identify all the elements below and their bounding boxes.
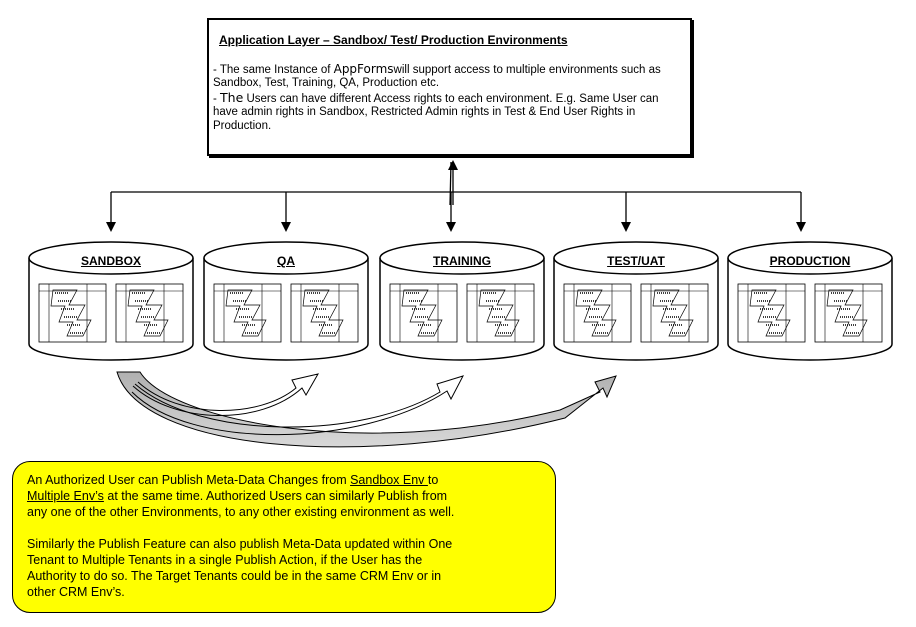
- table-icon: [466, 283, 535, 343]
- note-line1: An Authorized User can Publish Meta-Data…: [27, 473, 439, 487]
- application-layer-text-line3: - The Users can have different Access ri…: [213, 89, 659, 105]
- database-sandbox: [28, 241, 194, 361]
- connector-lines: [106, 160, 806, 232]
- cylinder-body: [379, 258, 545, 361]
- publish-arrow-to-training: [131, 375, 464, 436]
- sandbox-env-link-text: Sandbox Env: [350, 473, 428, 487]
- database-testuat: [553, 241, 719, 361]
- application-layer-text-line5: Production.: [213, 119, 272, 132]
- app-name: AppForms: [333, 61, 394, 76]
- table-icon: [213, 283, 282, 343]
- publish-arrow-to-test: [116, 371, 617, 448]
- cylinder-top: [203, 241, 369, 275]
- table-icon: [737, 283, 806, 343]
- note-line6: Authority to do so. The Target Tenants c…: [27, 569, 442, 583]
- publish-note-box: An Authorized User can Publish Meta-Data…: [12, 461, 556, 613]
- database-qa: [203, 241, 369, 361]
- cylinder-body: [28, 258, 194, 361]
- application-layer-text-line4: have admin rights in Sandbox, Restricted…: [213, 106, 636, 118]
- cylinder-top: [553, 241, 719, 275]
- application-layer-title: Application Layer – Sandbox/ Test/ Produ…: [219, 33, 568, 47]
- note-line2: Multiple Env’s at the same time. Authori…: [27, 489, 448, 503]
- note-line4: Similarly the Publish Feature can also p…: [27, 537, 453, 551]
- publish-arrows: [116, 371, 617, 448]
- application-layer-box: Application Layer – Sandbox/ Test/ Produ…: [207, 18, 692, 156]
- db-label-training: TRAINING: [433, 254, 491, 268]
- cylinder-body: [553, 258, 719, 361]
- cylinder-body: [203, 258, 369, 361]
- note-line5: Tenant to Multiple Tenants in a single P…: [27, 553, 423, 567]
- table-icon: [814, 283, 883, 343]
- note-line3: any one of the other Environments, to an…: [27, 505, 455, 519]
- table-icon: [640, 283, 709, 343]
- db-label-sandbox: SANDBOX: [80, 254, 141, 268]
- table-icon: [290, 283, 359, 343]
- database-production: [727, 241, 893, 361]
- environment-databases: [28, 241, 893, 361]
- table-icon: [115, 283, 184, 343]
- cylinder-body: [727, 258, 893, 361]
- note-line7: other CRM Env’s.: [27, 585, 125, 599]
- cylinder-top: [727, 241, 893, 275]
- db-label-production: PRODUCTION: [769, 254, 851, 268]
- table-icon: [563, 283, 632, 343]
- db-label-qa: QA: [277, 254, 295, 268]
- application-layer-text-line2: Sandbox, Test, Training, QA, Production …: [213, 77, 440, 89]
- table-icon: [38, 283, 107, 343]
- publish-arrow-to-qa: [132, 373, 320, 416]
- multiple-envs-link-text: Multiple Env’s: [27, 489, 104, 503]
- table-icon: [389, 283, 458, 343]
- cylinder-top: [28, 241, 194, 275]
- db-label-testuat: TEST/UAT: [607, 254, 665, 268]
- database-training: [379, 241, 545, 361]
- cylinder-top: [379, 241, 545, 275]
- application-layer-text-line1: - The same Instance of AppFormswill supp…: [213, 61, 661, 76]
